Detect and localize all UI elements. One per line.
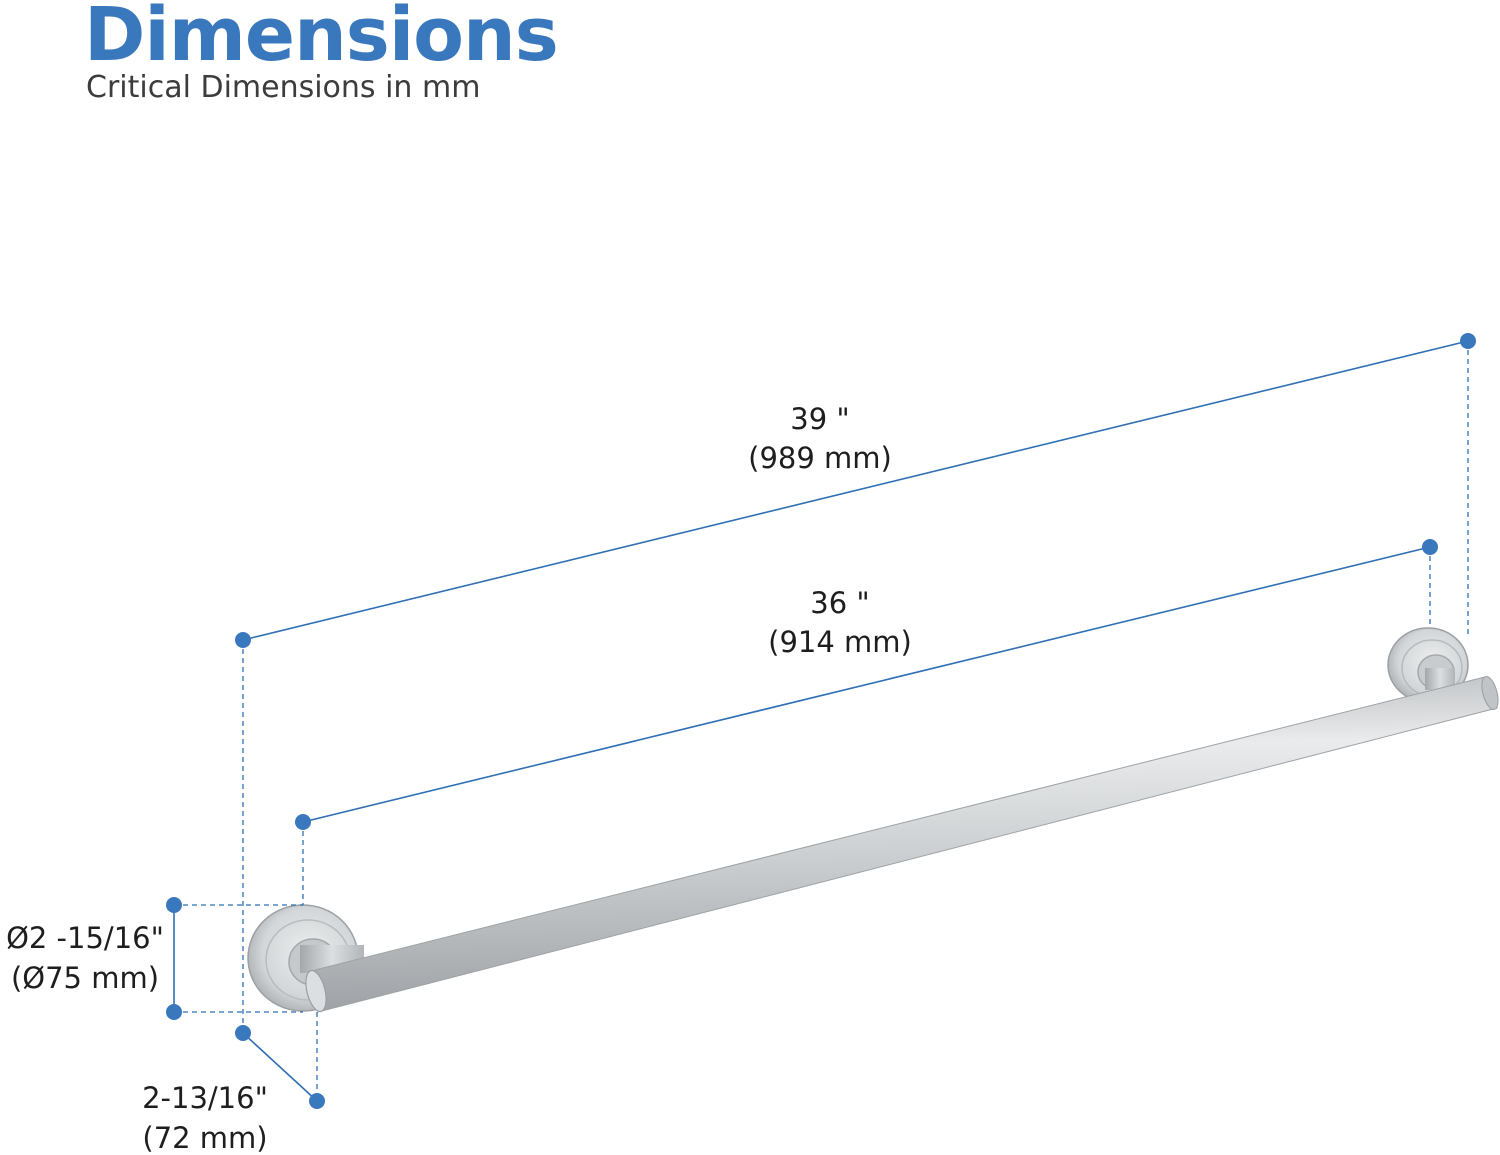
dimension-dot bbox=[235, 1025, 251, 1041]
page-title: Dimensions bbox=[84, 0, 559, 78]
dimension-endpoints bbox=[166, 333, 1476, 1109]
dimension-dot bbox=[1460, 333, 1476, 349]
dimension-dot bbox=[309, 1093, 325, 1109]
overall-length-imperial: 39 " bbox=[790, 402, 849, 436]
overall-length-metric: (989 mm) bbox=[748, 441, 892, 475]
dimension-dot bbox=[295, 814, 311, 830]
towel-bar bbox=[305, 675, 1499, 1013]
projection-imperial: 2-13/16" bbox=[142, 1081, 268, 1115]
bar-length-metric: (914 mm) bbox=[768, 625, 912, 659]
flange-diameter-imperial: Ø2 -15/16" bbox=[6, 921, 164, 955]
dimension-labels: 39 " (989 mm) 36 " (914 mm) Ø2 -15/16" (… bbox=[6, 402, 912, 1155]
dimension-dot bbox=[1422, 539, 1438, 555]
dimension-dot bbox=[166, 1004, 182, 1020]
dimension-dot bbox=[166, 897, 182, 913]
page-subtitle: Critical Dimensions in mm bbox=[86, 70, 481, 105]
projection-metric: (72 mm) bbox=[142, 1121, 267, 1155]
dimension-dot bbox=[235, 632, 251, 648]
projection-line bbox=[242, 1032, 318, 1102]
dimension-lines bbox=[173, 340, 1469, 1102]
flange-diameter-metric: (Ø75 mm) bbox=[11, 961, 159, 995]
overall-length-line bbox=[242, 340, 1469, 641]
bar-length-imperial: 36 " bbox=[810, 586, 869, 620]
bar-length-line bbox=[302, 546, 1431, 823]
